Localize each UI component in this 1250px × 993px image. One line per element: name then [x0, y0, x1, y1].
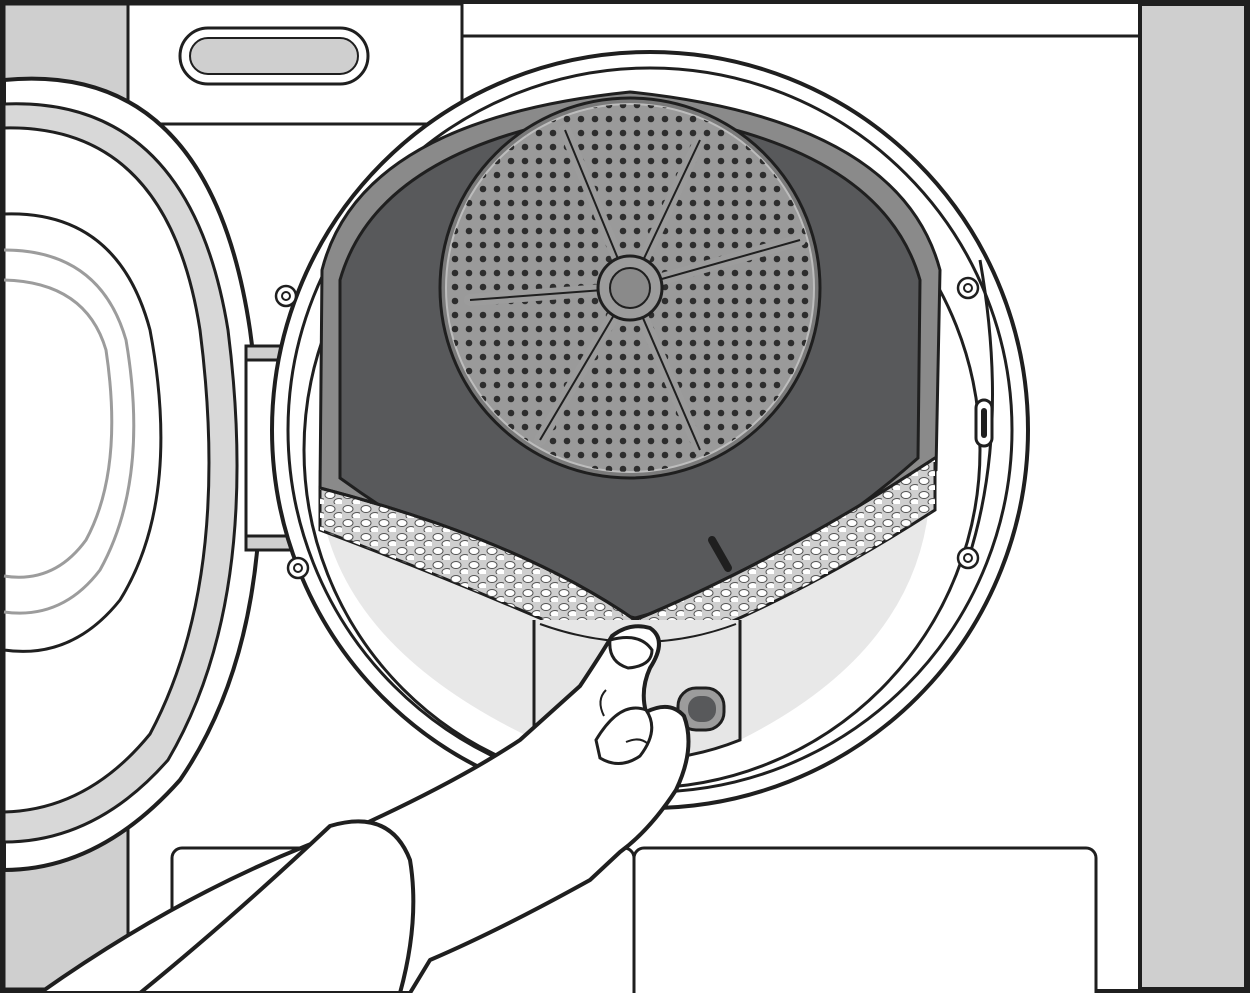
bottom-panel-right: [632, 846, 1098, 993]
rear-drum-filter: [438, 96, 822, 480]
control-handle-inner: [189, 37, 359, 75]
screw-icon: [286, 556, 310, 580]
open-door: [1, 76, 263, 873]
screw-icon: [956, 546, 980, 570]
screw-icon: [956, 276, 980, 300]
sleeve: [138, 819, 416, 993]
sensor-rod: [708, 536, 732, 572]
screw-icon: [274, 284, 298, 308]
hand: [38, 624, 691, 993]
side-panel: [1138, 2, 1248, 991]
finger-grip-icon[interactable]: [676, 686, 726, 732]
